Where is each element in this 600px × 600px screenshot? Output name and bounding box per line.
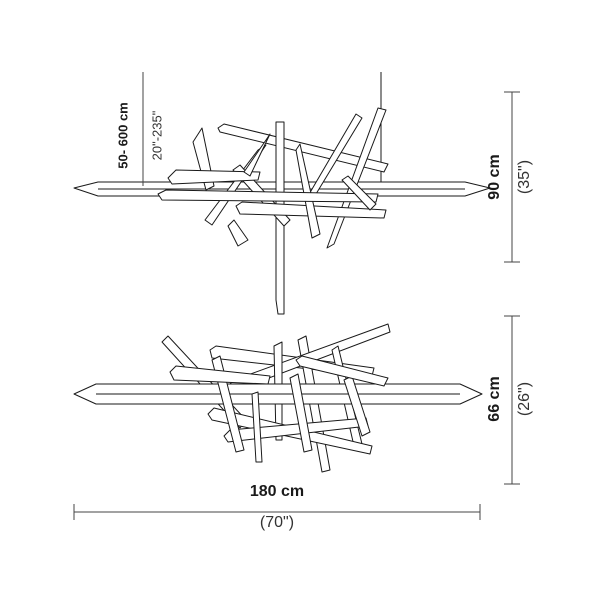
width-imperial-label: (70")	[259, 514, 295, 531]
side-rod-10	[167, 169, 261, 185]
suspension-cables	[142, 72, 382, 186]
dimension-lines	[73, 72, 520, 520]
side-rod-8	[227, 219, 249, 247]
front-rod-14	[295, 355, 389, 387]
front-height-imperial-label: (26")	[516, 381, 533, 417]
front-rod-13	[169, 365, 271, 385]
front-height-metric-label: 66 cm	[486, 376, 503, 422]
side-rod-1	[217, 123, 389, 173]
front-rod-11	[289, 373, 313, 453]
side-rod-11	[295, 143, 321, 239]
drop-height-imperial-label: 20"-235"	[149, 110, 165, 161]
drop-height-metric-label: 50- 600 cm	[115, 102, 131, 169]
side-rod-13	[243, 133, 271, 177]
front-rod-10	[251, 391, 263, 463]
side-rod-5	[326, 107, 387, 249]
width-metric-label: 180 cm	[249, 483, 305, 500]
side-rod-12	[157, 189, 379, 203]
chandelier-side-view	[73, 107, 491, 315]
side-height-imperial-label: (35")	[516, 159, 533, 195]
chandelier-front-view	[73, 323, 483, 473]
side-rod-14	[341, 175, 377, 211]
side-height-metric-label: 90 cm	[486, 154, 503, 200]
